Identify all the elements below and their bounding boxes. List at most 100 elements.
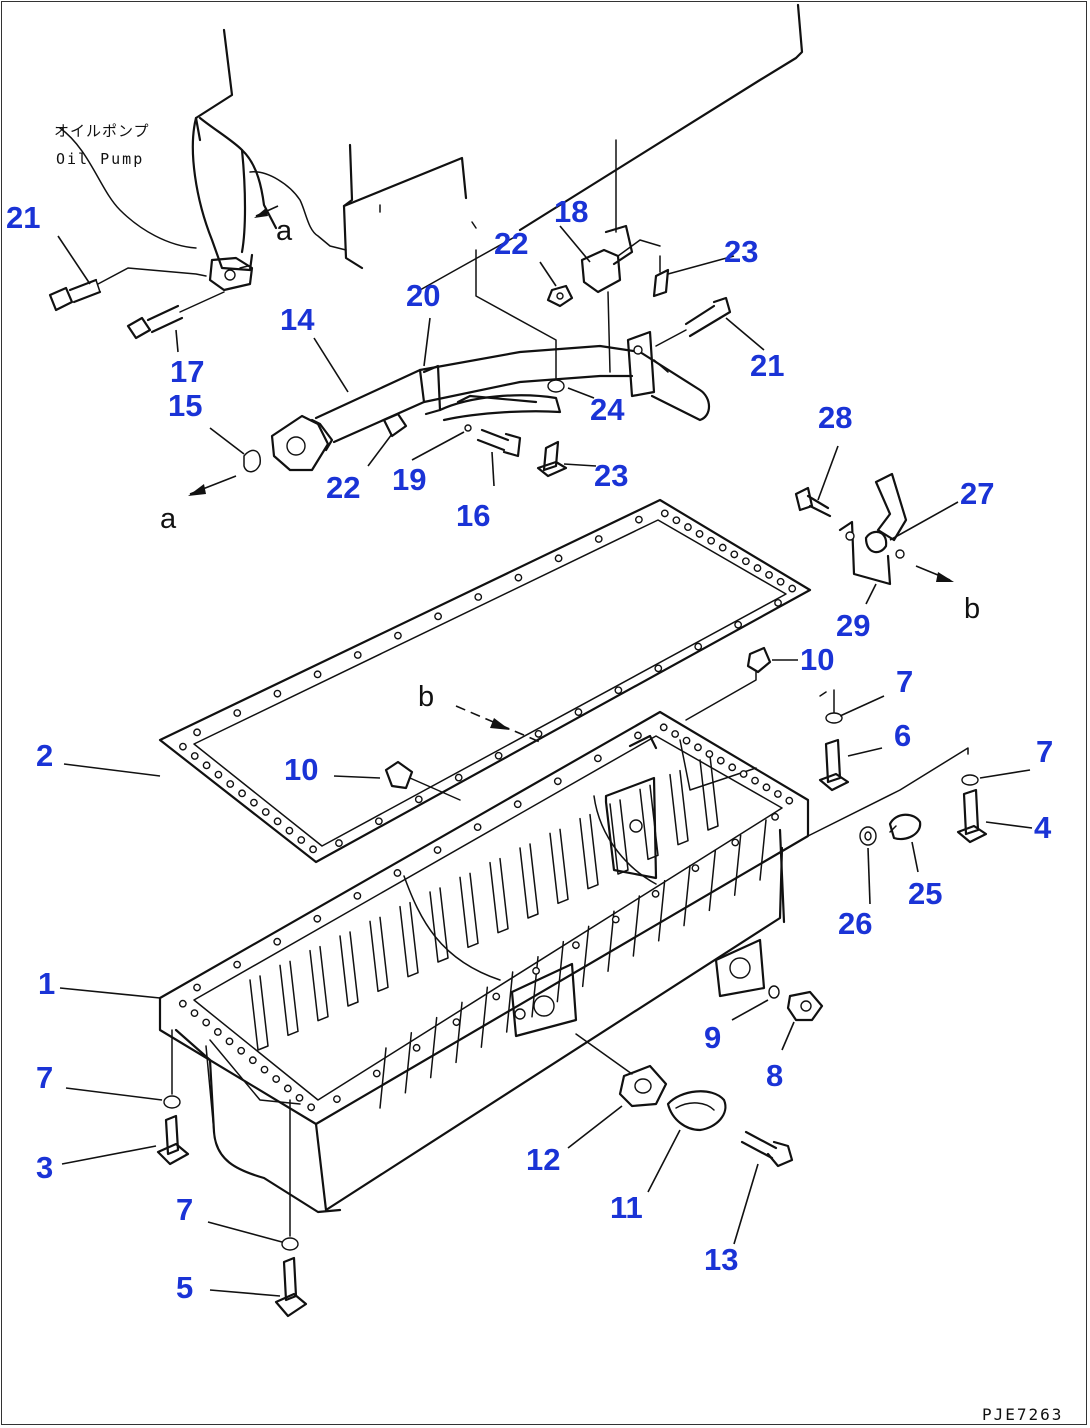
bolt-hole [248, 1056, 257, 1065]
bolt-hole [238, 789, 246, 798]
bolt-hole [611, 915, 620, 924]
leader-lines [57, 127, 1033, 1297]
label-18: 18 [554, 194, 588, 229]
pan-side-rib [429, 1016, 438, 1079]
bolt-hole [734, 620, 743, 629]
bolt-hole [730, 550, 739, 559]
bolt-hole [233, 709, 242, 717]
bolt-hole [202, 1018, 211, 1027]
label-22-upper: 22 [494, 226, 528, 261]
bolt-hole [672, 516, 681, 525]
bolt-hole [691, 864, 700, 873]
bolt-hole [309, 845, 317, 854]
bolt-hole [739, 770, 748, 778]
label-23-upper: 23 [724, 234, 758, 269]
label-27: 27 [960, 476, 994, 511]
pan-rib [459, 872, 479, 949]
bolt-hole [788, 584, 797, 593]
bolt-hole [751, 776, 759, 785]
bolt-5 [274, 1256, 308, 1318]
bolt-hole [554, 554, 563, 563]
pan-rib [369, 916, 389, 993]
clamp-18 [580, 139, 661, 373]
label-2: 2 [36, 738, 53, 773]
nut-22-upper [546, 284, 574, 308]
pan-rib [309, 945, 329, 1022]
nut-22-lower [382, 412, 408, 438]
bolt-hole [190, 1009, 199, 1018]
bolt-hole [273, 937, 282, 946]
gasket-9 [768, 985, 780, 999]
label-9: 9 [704, 1020, 721, 1055]
bolt-hole [179, 742, 187, 751]
bolt-hole [553, 777, 562, 786]
pan-side-rib [581, 925, 590, 988]
bolt-3 [156, 1114, 190, 1166]
bolt-hole [731, 838, 740, 847]
oil-pump-label-jp: オイルポンプ [54, 122, 150, 140]
bolt-hole [654, 664, 663, 673]
view-letters: a a b b [160, 215, 980, 713]
label-13: 13 [704, 1242, 738, 1277]
view-letter-b-right: b [964, 593, 980, 625]
label-23-lower: 23 [594, 458, 628, 493]
view-arrow-b-right [915, 565, 954, 582]
bolt-hole [671, 730, 680, 738]
gasket-holes [179, 509, 797, 854]
pan-side-rib [556, 940, 565, 1003]
bolt-hole [594, 535, 603, 543]
pan-side-rib [759, 819, 767, 881]
bolt-hole [452, 1018, 461, 1027]
oil-pan-gasket-2 [158, 498, 812, 864]
oil-pan-flange-holes [178, 723, 794, 1112]
bolt-hole [635, 515, 643, 524]
view-letter-a-lower: a [160, 503, 177, 535]
bolt-hole [313, 914, 322, 923]
washer-7-a [819, 691, 843, 724]
bolt-hole [534, 730, 543, 738]
plug-10-right [685, 646, 772, 721]
bolt-hole [771, 812, 779, 821]
label-14: 14 [280, 302, 315, 337]
label-1: 1 [38, 966, 55, 1001]
bolt-21-right [655, 296, 732, 347]
bolt-hole [283, 1084, 292, 1093]
bolt-13 [740, 1130, 794, 1168]
bolt-hole [773, 790, 782, 798]
bolt-hole [353, 651, 362, 659]
bolt-hole [193, 983, 201, 992]
view-letter-b-pan: b [418, 681, 434, 713]
pan-side-rib [531, 956, 539, 1018]
bolt-hole [753, 564, 762, 572]
bolt-hole [333, 1095, 341, 1104]
pan-side-rib [505, 971, 514, 1033]
bolt-hole [414, 795, 423, 804]
bolt-hole [273, 689, 282, 698]
pan-rib [519, 843, 539, 919]
view-arrow-a-upper [254, 205, 279, 218]
label-29: 29 [836, 608, 870, 643]
pan-side-rib [708, 849, 717, 912]
bolt-hole [237, 1046, 246, 1055]
drain-plug-8 [786, 990, 824, 1022]
bolt-23-lower [536, 440, 568, 478]
view-letter-a-upper: a [276, 215, 293, 247]
label-25: 25 [908, 876, 942, 911]
label-4: 4 [1034, 810, 1052, 845]
bolt-hole [774, 599, 782, 607]
bolt-hole [660, 509, 669, 518]
label-16: 16 [456, 498, 490, 533]
label-11: 11 [610, 1190, 643, 1225]
bolt-hole [295, 1093, 304, 1102]
bolt-hole [272, 1075, 281, 1083]
pan-rib [429, 887, 449, 963]
pan-rib [339, 931, 359, 1007]
bolt-23-upper [652, 255, 670, 298]
bolt-hole [574, 708, 583, 716]
oil-pan-1 [158, 710, 810, 1214]
bolt-hole [513, 800, 522, 809]
label-7-d: 7 [176, 1192, 193, 1227]
label-28: 28 [818, 400, 852, 435]
bolt-hole [225, 1037, 234, 1046]
bolt-hole [202, 761, 211, 770]
